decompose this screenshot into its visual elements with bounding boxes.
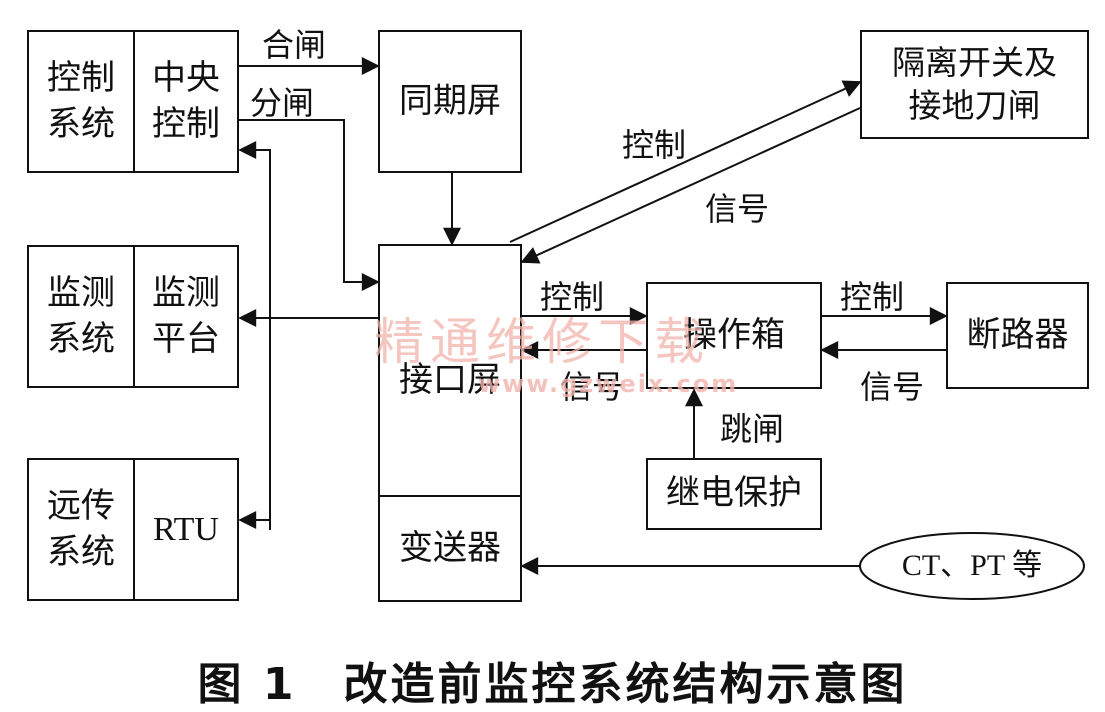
interface-screen-label: 接口屏 [399, 360, 501, 401]
edge-label-open: 分闸 [250, 84, 315, 122]
operation-box-label: 操作箱 [683, 314, 785, 355]
remote-system-box: 远传 系统 RTU [27, 458, 239, 601]
edge-label-signal-opbox: 信号 [560, 368, 625, 406]
edge-label-close: 合闸 [262, 26, 327, 64]
control-system-box: 控制 系统 中央 控制 [27, 30, 239, 173]
watermark-text: 精通维修下载 [374, 313, 710, 371]
relay-protection-box: 继电保护 [646, 458, 822, 530]
edge-label-signal-diagonal: 信号 [705, 190, 770, 228]
ct-pt-ellipse [859, 532, 1085, 600]
operation-box: 操作箱 [646, 282, 822, 389]
edge-label-trip: 跳闸 [720, 410, 785, 448]
remote-system-label: 远传 系统 [29, 460, 135, 599]
isolating-switch-box: 隔离开关及 接地刀闸 [860, 30, 1089, 139]
edge-label-control-opbox: 控制 [540, 278, 605, 316]
control-system-label: 控制 系统 [29, 32, 135, 171]
interface-screen-box: 接口屏 变送器 [378, 244, 522, 602]
monitor-system-box: 监测 系统 监测 平台 [27, 245, 239, 388]
sync-screen-label: 同期屏 [399, 80, 501, 121]
circuit-breaker-label: 断路器 [966, 314, 1069, 355]
edge-label-control-diagonal: 控制 [622, 126, 687, 164]
isolating-switch-label: 隔离开关及 接地刀闸 [892, 42, 1057, 125]
monitor-system-label: 监测 系统 [29, 247, 135, 386]
figure-caption: 图 1 改造前监控系统结构示意图 [197, 659, 908, 710]
arrow-signal-from-switch [520, 107, 861, 264]
relay-protection-label: 继电保护 [666, 473, 802, 514]
arrow-open [238, 119, 380, 291]
arrow-bus-to-central [238, 141, 271, 530]
rtu-label: RTU [153, 510, 219, 548]
ct-pt-label: CT、PT 等 [901, 548, 1043, 582]
edge-label-signal-breaker: 信号 [860, 368, 925, 406]
transmitter-label: 变送器 [380, 495, 520, 600]
edge-label-control-breaker: 控制 [840, 278, 905, 316]
central-control-label: 中央 控制 [152, 57, 220, 144]
watermark-url: www.gzweix.com [478, 370, 739, 398]
circuit-breaker-box: 断路器 [946, 282, 1089, 389]
monitor-platform-label: 监测 平台 [152, 272, 220, 359]
sync-screen-box: 同期屏 [378, 30, 522, 173]
arrow-control-to-switch [509, 80, 862, 243]
